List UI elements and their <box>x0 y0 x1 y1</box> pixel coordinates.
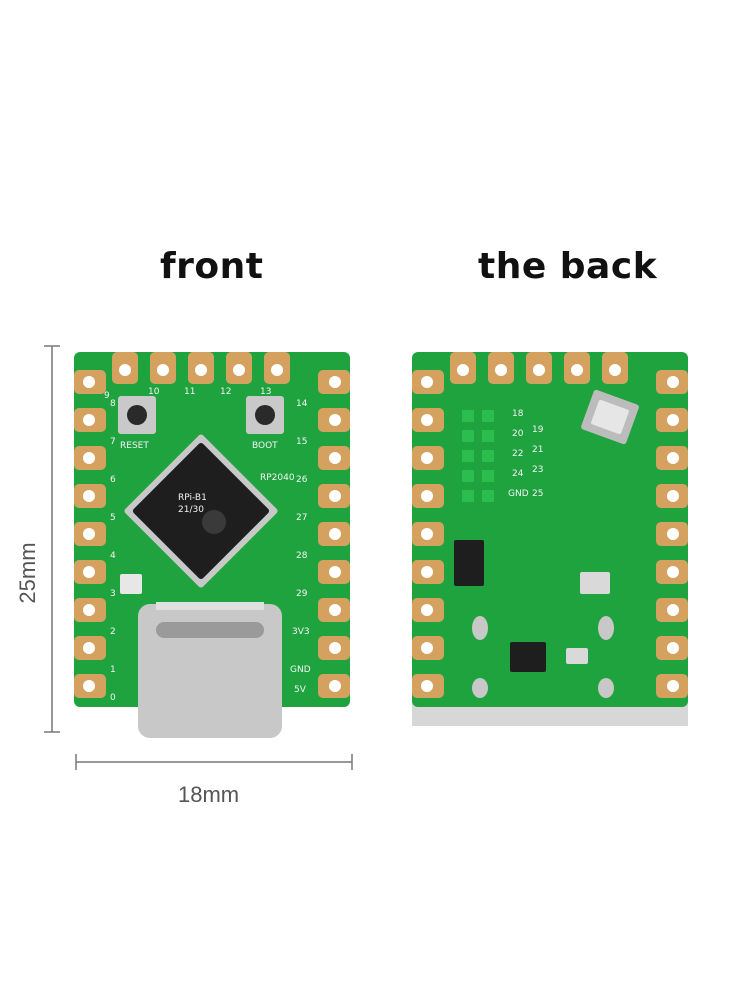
height-dimension <box>44 345 60 733</box>
pin-label-10: 10 <box>148 387 160 397</box>
pin-label-28: 28 <box>296 551 308 561</box>
pin-label-2: 2 <box>110 627 116 637</box>
boot-button <box>246 396 284 434</box>
chip-text-2: RPi-B1 <box>178 493 207 503</box>
width-dimension <box>75 754 353 770</box>
back-board: 18 19 20 21 22 23 24 25 GND <box>412 352 688 732</box>
pad-label-gnd: GND <box>508 489 529 499</box>
pin-label-14: 14 <box>296 399 308 409</box>
pin-label-9: 9 <box>104 391 110 401</box>
pin-label-29: 29 <box>296 589 308 599</box>
pad-label-19: 19 <box>532 425 544 435</box>
test-pad-grid <box>462 410 494 502</box>
reset-label: RESET <box>120 441 149 451</box>
pin-label-13: 13 <box>260 387 271 397</box>
chip-text-1: RP2040 <box>260 473 295 483</box>
crystal-oscillator <box>581 389 639 445</box>
rp2040-chip <box>124 434 278 588</box>
boot-label: BOOT <box>252 441 278 451</box>
front-title: front <box>160 246 264 287</box>
height-label: 25mm <box>15 542 40 604</box>
pin-label-6: 6 <box>110 475 116 485</box>
pin-label-4: 4 <box>110 551 116 561</box>
pin-label-3v3: 3V3 <box>292 627 310 637</box>
pad-label-24: 24 <box>512 469 524 479</box>
width-label: 18mm <box>178 782 240 807</box>
pin-label-27: 27 <box>296 513 307 523</box>
pin-label-12: 12 <box>220 387 231 397</box>
front-board: 8 7 6 5 4 3 2 1 0 14 15 26 27 28 29 3V3 … <box>74 352 350 742</box>
pad-label-21: 21 <box>532 445 543 455</box>
pin-label-5v: 5V <box>294 685 307 695</box>
pin-label-0: 0 <box>110 693 116 703</box>
pin-label-11: 11 <box>184 387 195 397</box>
regulator <box>510 642 546 672</box>
pin-label-5: 5 <box>110 513 116 523</box>
pin-label-8: 8 <box>110 399 116 409</box>
usb-c-connector <box>138 602 282 738</box>
pad-label-25: 25 <box>532 489 543 499</box>
chip-text-3: 21/30 <box>178 505 204 515</box>
pin-label-1: 1 <box>110 665 116 675</box>
pin-label-7: 7 <box>110 437 116 447</box>
pad-label-18: 18 <box>512 409 524 419</box>
pad-label-22: 22 <box>512 449 523 459</box>
flash-chip <box>454 540 484 586</box>
back-right-pads <box>656 370 688 698</box>
pad-label-23: 23 <box>532 465 543 475</box>
reset-button <box>118 396 156 434</box>
pin-label-15: 15 <box>296 437 307 447</box>
pad-label-20: 20 <box>512 429 524 439</box>
back-title: the back <box>478 246 658 287</box>
pin-label-3: 3 <box>110 589 116 599</box>
pin-label-26: 26 <box>296 475 308 485</box>
pin-label-gnd: GND <box>290 665 311 675</box>
